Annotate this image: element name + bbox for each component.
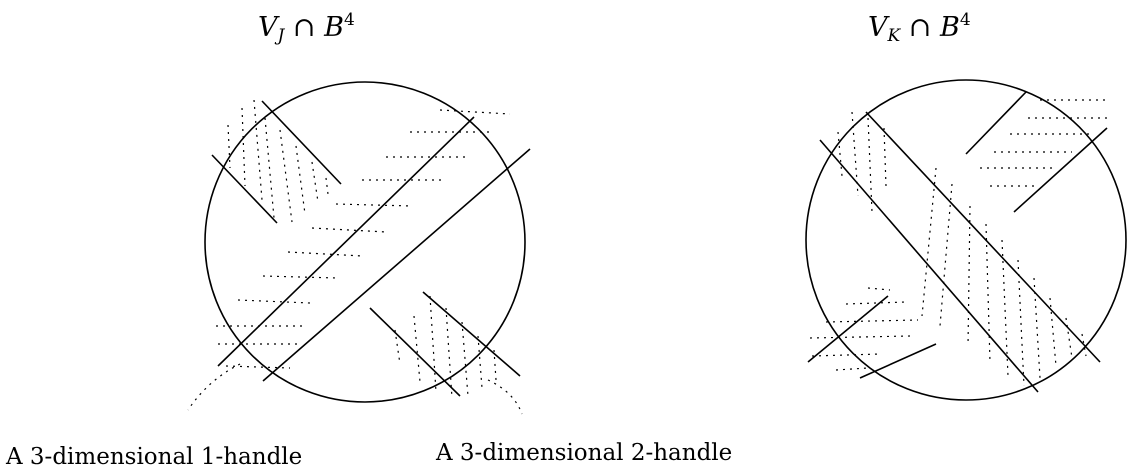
- right-diagram: [805, 79, 1127, 401]
- pointer-one-handle: [187, 363, 241, 411]
- left-title-sub: J: [277, 26, 285, 46]
- left-ul-band-edge-inner: [211, 154, 278, 224]
- left-band-edge-lower: [262, 148, 531, 382]
- left-band-hatching: [216, 109, 511, 369]
- right-diagram-title: VK ∩ B4: [868, 12, 971, 45]
- left-title-operator: ∩: [292, 12, 316, 43]
- right-title-sup: 4: [959, 10, 971, 30]
- right-ll-band-edge-outer: [807, 295, 889, 363]
- left-ball-boundary: [204, 81, 526, 403]
- right-title-sub: K: [887, 26, 901, 46]
- left-ul-hatching: [227, 99, 329, 223]
- left-title-main: V: [258, 12, 278, 43]
- left-diagram: [187, 81, 531, 415]
- right-ur-band-edge-outer: [965, 91, 1027, 155]
- right-ll-band-edge-inner: [859, 343, 937, 379]
- left-lr-band-edge-outer: [422, 291, 521, 377]
- right-ball-boundary: [805, 79, 1127, 401]
- left-lr-hatching: [394, 295, 497, 399]
- left-title-base: B: [324, 12, 344, 43]
- left-band-edge-upper: [217, 116, 475, 367]
- right-ll-hatching: [809, 287, 919, 371]
- caption-one-handle: A 3-dimensional 1-handle: [6, 444, 303, 470]
- left-ul-band-edge-outer: [261, 100, 342, 185]
- right-band-edge-upper: [865, 111, 1101, 363]
- left-diagram-title: VJ ∩ B4: [258, 12, 355, 45]
- left-lr-band-edge-inner: [369, 307, 461, 397]
- left-title-sup: 4: [343, 10, 355, 30]
- right-ur-hatching: [980, 99, 1108, 187]
- pointer-two-handle: [487, 379, 523, 415]
- right-band-hatching: [837, 111, 1087, 387]
- right-title-base: B: [940, 12, 960, 43]
- right-title-operator: ∩: [908, 12, 932, 43]
- right-title-main: V: [868, 12, 888, 43]
- right-ur-band-edge-inner: [1013, 127, 1108, 213]
- right-band-edge-lower: [819, 139, 1039, 393]
- caption-two-handle: A 3-dimensional 2-handle: [436, 440, 733, 466]
